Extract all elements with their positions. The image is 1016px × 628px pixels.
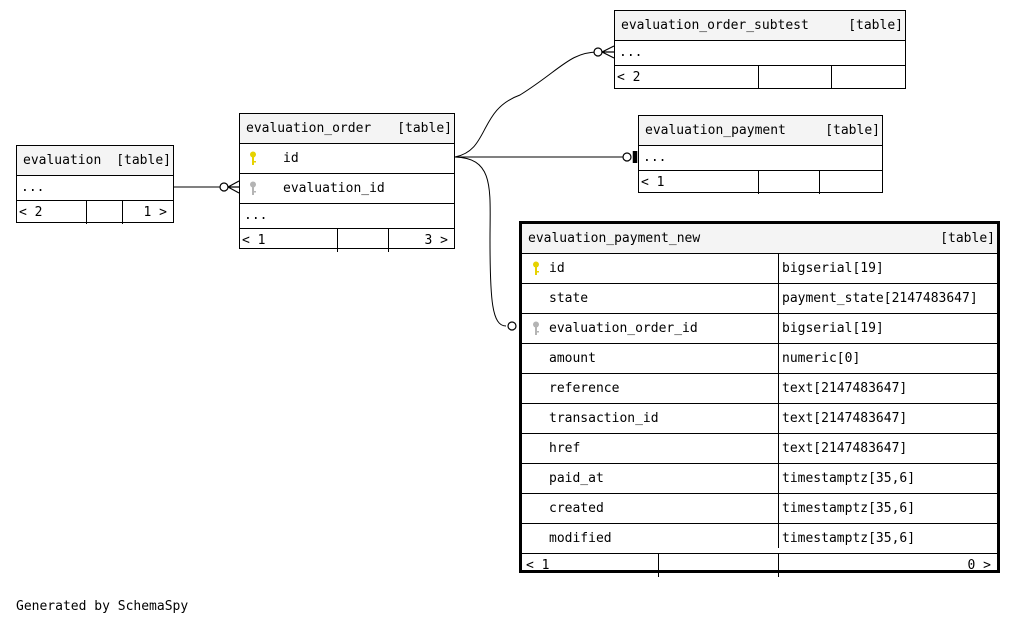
column-name: paid_at	[549, 471, 604, 486]
children-count[interactable]: 3 >	[424, 233, 448, 248]
crowsfoot-marker	[601, 45, 615, 59]
table-name: evaluation_payment	[645, 123, 786, 138]
table-evaluation[interactable]: evaluation [table] ... < 2 1 >	[16, 145, 174, 224]
ellipsis-row: ...	[639, 146, 882, 171]
table-footer: < 1	[639, 171, 882, 194]
table-footer: < 1 0 >	[522, 554, 997, 577]
parents-count[interactable]: < 2	[19, 205, 43, 220]
column-name: created	[549, 501, 604, 516]
table-header: evaluation_payment_new [table]	[522, 224, 997, 254]
column-type: bigserial[19]	[782, 261, 884, 276]
column-row: id bigserial[19]	[522, 254, 997, 284]
column-row: created timestamptz[35,6]	[522, 494, 997, 524]
table-evaluation-payment-new[interactable]: evaluation_payment_new [table] id bigseri…	[519, 221, 1000, 577]
table-footer: < 1 3 >	[240, 229, 454, 252]
table-header: evaluation_payment [table]	[639, 116, 882, 146]
parents-count[interactable]: < 2	[617, 70, 641, 85]
column-name: href	[549, 441, 581, 456]
foreign-key-icon	[250, 181, 256, 195]
column-row: href text[2147483647]	[522, 434, 997, 464]
column-type: text[2147483647]	[782, 411, 908, 426]
column-name: reference	[549, 381, 620, 396]
column-type: timestamptz[35,6]	[782, 501, 916, 516]
ellipsis-row: ...	[615, 41, 905, 66]
table-name: evaluation_payment_new	[528, 231, 701, 246]
children-count[interactable]: 0 >	[967, 558, 991, 573]
optional-marker	[507, 321, 517, 331]
column-type: timestamptz[35,6]	[782, 471, 916, 486]
parents-count[interactable]: < 1	[242, 233, 266, 248]
column-row: id	[240, 144, 454, 174]
column-type: text[2147483647]	[782, 441, 908, 456]
parents-count[interactable]: < 1	[526, 558, 550, 573]
column-type: timestamptz[35,6]	[782, 531, 916, 546]
column-type: text[2147483647]	[782, 381, 908, 396]
table-name: evaluation_order	[246, 121, 372, 136]
column-name: evaluation_order_id	[549, 321, 698, 336]
optional-marker	[593, 47, 603, 57]
primary-key-icon	[250, 151, 256, 165]
table-footer: < 2	[615, 66, 905, 89]
column-type: numeric[0]	[782, 351, 861, 366]
ellipsis-row: ...	[240, 204, 454, 229]
column-row: transaction_id text[2147483647]	[522, 404, 997, 434]
column-name: id	[549, 261, 565, 276]
table-evaluation-payment[interactable]: evaluation_payment [table] ... < 1	[638, 115, 883, 194]
column-row: evaluation_id	[240, 174, 454, 204]
table-evaluation-order[interactable]: evaluation_order [table] id evaluation_i…	[239, 113, 455, 252]
column-row: reference text[2147483647]	[522, 374, 997, 404]
generated-by-label: Generated by SchemaSpy	[16, 599, 189, 614]
table-header: evaluation_order [table]	[240, 114, 454, 144]
table-type-tag: [table]	[940, 231, 995, 246]
table-type-tag: [table]	[825, 123, 880, 138]
table-type-tag: [table]	[397, 121, 452, 136]
optional-marker	[219, 182, 229, 192]
table-name: evaluation	[23, 153, 102, 168]
foreign-key-icon	[533, 321, 539, 335]
column-row: state payment_state[2147483647]	[522, 284, 997, 314]
column-row: amount numeric[0]	[522, 344, 997, 374]
column-name: amount	[549, 351, 596, 366]
column-type: payment_state[2147483647]	[782, 291, 978, 306]
table-header: evaluation_order_subtest [table]	[615, 11, 905, 41]
table-footer: < 2 1 >	[17, 201, 173, 224]
table-header: evaluation [table]	[17, 146, 173, 176]
crowsfoot-marker	[227, 180, 240, 194]
column-name: state	[549, 291, 589, 306]
column-row: paid_at timestamptz[35,6]	[522, 464, 997, 494]
column-row: evaluation_order_id bigserial[19]	[522, 314, 997, 344]
column-row: modified timestamptz[35,6]	[522, 524, 997, 554]
link-order-to-subtest	[454, 51, 614, 158]
table-evaluation-order-subtest[interactable]: evaluation_order_subtest [table] ... < 2	[614, 10, 906, 89]
children-count[interactable]: 1 >	[143, 205, 167, 220]
table-name: evaluation_order_subtest	[621, 18, 809, 33]
column-name: transaction_id	[549, 411, 659, 426]
column-name: id	[283, 151, 299, 166]
column-name: evaluation_id	[283, 181, 385, 196]
table-type-tag: [table]	[116, 153, 171, 168]
link-order-to-payment-new	[454, 156, 507, 327]
primary-key-icon	[533, 261, 539, 275]
parents-count[interactable]: < 1	[641, 175, 665, 190]
table-type-tag: [table]	[848, 18, 903, 33]
column-type: bigserial[19]	[782, 321, 884, 336]
optional-marker	[622, 152, 632, 162]
ellipsis-row: ...	[17, 176, 173, 201]
column-name: modified	[549, 531, 612, 546]
